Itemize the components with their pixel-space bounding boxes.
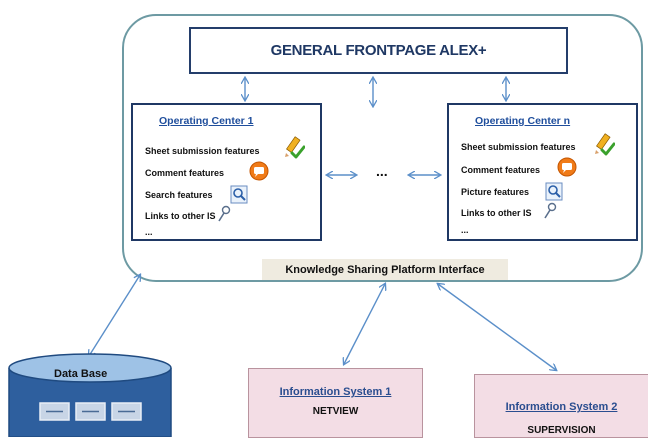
link-key-icon <box>218 205 231 222</box>
arrow-platform-is2 <box>438 284 556 370</box>
information-system-2-title: Information System 2 <box>505 401 618 413</box>
feature-comment: Comment features <box>145 168 225 178</box>
feature-sheet-submission: Sheet submission features <box>145 146 260 156</box>
information-system-1-title: Information System 1 <box>279 386 392 398</box>
database-cylinder-icon <box>8 353 172 437</box>
feature-more: ... <box>145 227 153 237</box>
search-magnifier-icon <box>230 185 248 204</box>
operating-center-n-box: Operating Center n Sheet submission feat… <box>447 103 638 241</box>
operating-center-1-box: Operating Center 1 Sheet submission feat… <box>131 103 322 241</box>
more-centers-ellipsis: ... <box>376 163 388 179</box>
information-system-1-subtitle: NETVIEW <box>312 406 359 417</box>
database-label: Data Base <box>54 368 108 380</box>
general-frontpage-title: GENERAL FRONTPAGE ALEX+ <box>270 42 487 59</box>
operating-center-n-title: Operating Center n <box>475 115 571 127</box>
feature-more: ... <box>461 225 469 235</box>
information-system-2-subtitle: SUPERVISION <box>527 425 596 436</box>
platform-interface-label: Knowledge Sharing Platform Interface <box>262 259 508 280</box>
comment-bubble-icon <box>249 161 269 181</box>
information-system-2-box: Information System 2 SUPERVISION <box>474 374 648 438</box>
picture-magnifier-icon <box>545 182 563 201</box>
platform-interface-text: Knowledge Sharing Platform Interface <box>285 263 485 276</box>
link-key-icon <box>544 202 557 219</box>
feature-links-other-is: Links to other IS <box>145 211 216 221</box>
arrow-platform-database <box>89 275 140 356</box>
feature-sheet-submission: Sheet submission features <box>461 142 576 152</box>
information-system-1-box: Information System 1 NETVIEW <box>248 368 423 438</box>
pencil-check-icon <box>595 133 615 156</box>
feature-picture: Picture features <box>461 187 530 197</box>
pencil-check-icon <box>285 136 305 159</box>
feature-search: Search features <box>145 190 213 200</box>
general-frontpage-box: GENERAL FRONTPAGE ALEX+ <box>189 27 568 74</box>
arrow-platform-is1 <box>344 284 385 364</box>
feature-links-other-is: Links to other IS <box>461 208 532 218</box>
feature-comment: Comment features <box>461 165 541 175</box>
comment-bubble-icon <box>557 157 577 177</box>
operating-center-1-title: Operating Center 1 <box>159 115 254 127</box>
